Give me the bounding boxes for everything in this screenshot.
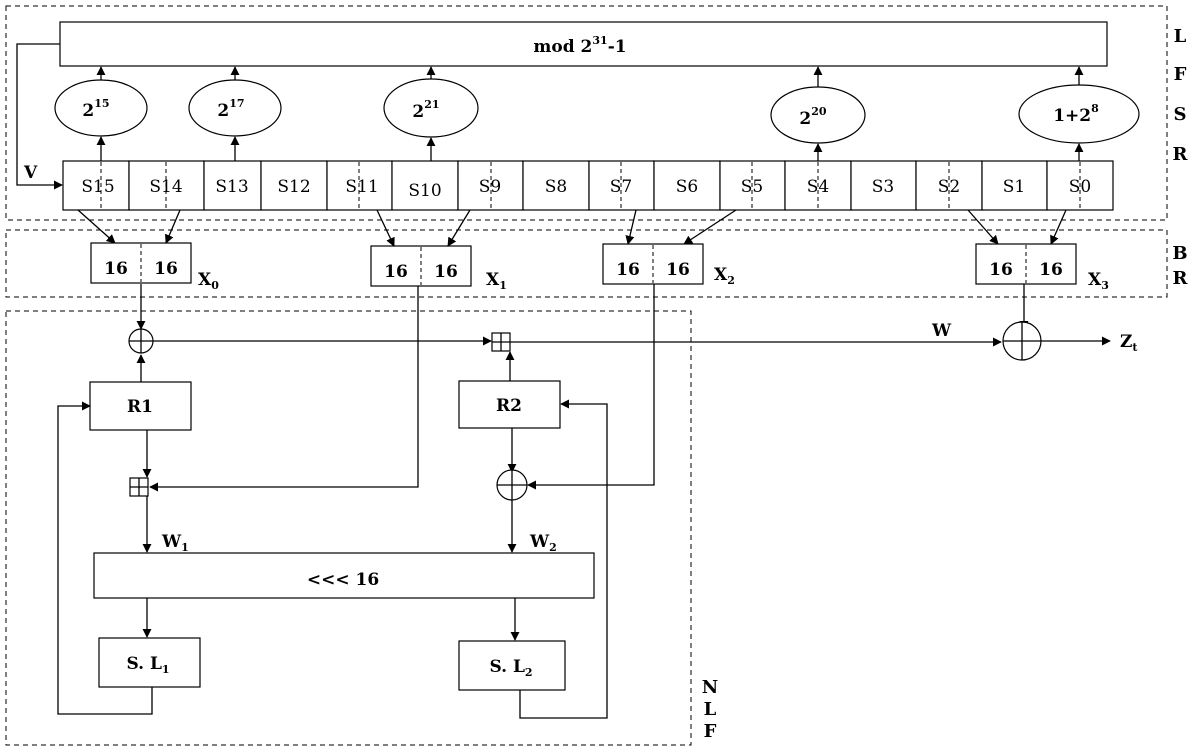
cell-label-s6: S6 bbox=[676, 177, 698, 197]
nlf-side-l: L bbox=[704, 699, 717, 720]
br-x1-label: X1 bbox=[486, 270, 507, 292]
register-r2 bbox=[458, 380, 561, 429]
multiplier-label-1-plus-2-8: 1+28 bbox=[1053, 102, 1099, 126]
z-output-label: Zt bbox=[1120, 332, 1138, 354]
feedback-v-label: V bbox=[23, 163, 38, 183]
br-box-x3 bbox=[975, 243, 1077, 285]
w-label: W bbox=[931, 321, 952, 341]
multiplier-label-2-17: 217 bbox=[217, 97, 244, 121]
br-x2-right: 16 bbox=[666, 260, 690, 280]
sbox-sl2-label: S. L2 bbox=[489, 657, 532, 679]
br-x3-right: 16 bbox=[1039, 260, 1063, 280]
br-x2-left: 16 bbox=[616, 260, 640, 280]
cell-label-s0: S0 bbox=[1069, 177, 1091, 197]
br-frame bbox=[5, 229, 1168, 298]
w1-label: W1 bbox=[161, 532, 189, 554]
feedback-v-arrow bbox=[16, 43, 63, 190]
cell-s8 bbox=[522, 160, 590, 211]
mod-label: mod 231-1 bbox=[533, 34, 626, 57]
cell-label-s3: S3 bbox=[872, 177, 894, 197]
cell-label-s5: S5 bbox=[741, 177, 763, 197]
br-x2-label: X2 bbox=[714, 265, 735, 287]
cell-label-s15: S15 bbox=[81, 177, 114, 197]
cell-s12 bbox=[260, 160, 328, 211]
register-r1 bbox=[89, 381, 192, 431]
w2-label: W2 bbox=[529, 532, 557, 554]
cell-label-s13: S13 bbox=[215, 177, 248, 197]
rotate-label: <<< 16 bbox=[307, 570, 379, 590]
cell-label-s11: S11 bbox=[345, 177, 378, 197]
mod-box bbox=[59, 21, 1108, 67]
cell-label-s10: S10 bbox=[408, 181, 441, 201]
lfsr-frame bbox=[5, 5, 1168, 221]
cell-label-s12: S12 bbox=[277, 177, 310, 197]
cell-label-s8: S8 bbox=[545, 177, 567, 197]
cell-s3 bbox=[850, 160, 917, 211]
lfsr-side-f: F bbox=[1174, 64, 1187, 85]
br-x3-left: 16 bbox=[989, 260, 1013, 280]
cell-label-s9: S9 bbox=[479, 177, 501, 197]
cell-label-s7: S7 bbox=[610, 177, 632, 197]
cell-label-s4: S4 bbox=[807, 177, 829, 197]
register-r1-label: R1 bbox=[127, 397, 153, 417]
cell-label-s2: S2 bbox=[938, 177, 960, 197]
sbox-sl1-label: S. L1 bbox=[126, 654, 169, 676]
nlf-side-n: N bbox=[702, 677, 718, 698]
multiplier-label-2-20: 220 bbox=[799, 105, 826, 129]
cell-s15 bbox=[62, 160, 130, 211]
nlf-frame bbox=[5, 310, 692, 746]
br-box-x2 bbox=[602, 243, 704, 285]
br-x3-label: X3 bbox=[1088, 270, 1109, 292]
multiplier-label-2-15: 215 bbox=[82, 97, 109, 121]
br-box-x1 bbox=[370, 245, 472, 287]
br-x0-label: X0 bbox=[198, 270, 219, 292]
br-box-x0 bbox=[90, 242, 192, 284]
br-x0-left: 16 bbox=[104, 259, 128, 279]
cell-s10 bbox=[391, 160, 459, 211]
br-side-r: R bbox=[1173, 268, 1189, 289]
cell-label-s14: S14 bbox=[149, 177, 182, 197]
cell-label-s1: S1 bbox=[1003, 177, 1025, 197]
br-x1-left: 16 bbox=[384, 262, 408, 282]
br-side-b: B bbox=[1172, 243, 1187, 264]
lfsr-side-s: S bbox=[1174, 104, 1187, 125]
nlf-side-f: F bbox=[704, 721, 717, 742]
br-x1-right: 16 bbox=[434, 262, 458, 282]
br-x0-right: 16 bbox=[154, 259, 178, 279]
sbox-sl2 bbox=[458, 640, 566, 691]
lfsr-side-l: L bbox=[1174, 26, 1187, 47]
multiplier-label-2-21: 221 bbox=[412, 98, 439, 122]
sbox-sl1 bbox=[98, 637, 201, 688]
lfsr-side-r: R bbox=[1173, 144, 1189, 165]
rotate-box bbox=[93, 552, 595, 599]
register-r2-label: R2 bbox=[496, 396, 522, 416]
cell-s6 bbox=[653, 160, 721, 211]
